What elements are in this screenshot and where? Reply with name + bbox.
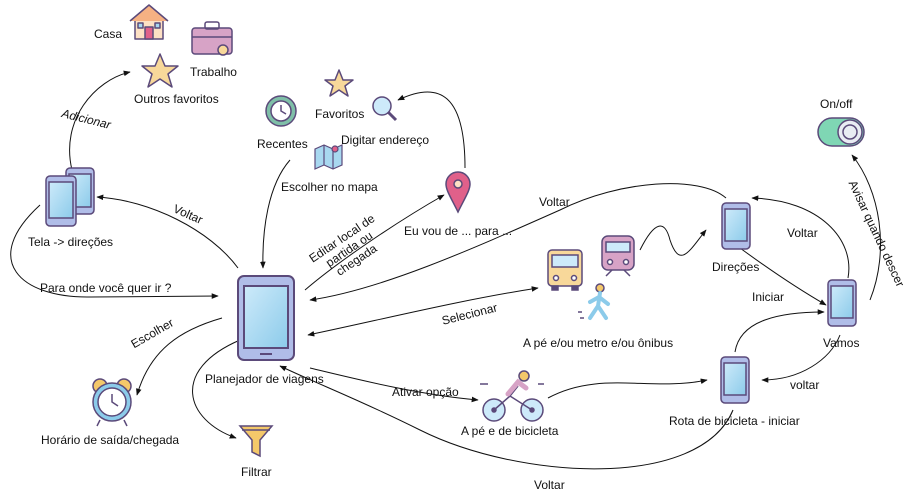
edge-label-voltar-bottom: Voltar	[534, 478, 565, 492]
node-label-ape-metro: A pé e/ou metro e/ou ônibus	[523, 336, 674, 350]
star-icon	[324, 69, 354, 97]
edge-bike-rota	[547, 378, 708, 399]
smartphone-icon[interactable]	[827, 279, 857, 327]
node-label-vamos: Vamos	[823, 336, 860, 350]
node-label-recentes: Recentes	[257, 137, 308, 151]
node-label-casa: Casa	[94, 27, 123, 41]
smartphone-icon	[45, 167, 95, 227]
node-label-ape-bicicleta: A pé e de bicicleta	[461, 424, 559, 438]
edge-voltar-vamos	[761, 334, 841, 383]
node-label-eu-vou: Eu vou de ... para ...	[404, 224, 513, 238]
bus-icon	[547, 249, 583, 291]
house-icon	[129, 4, 169, 40]
connectors	[10, 70, 881, 470]
pedestrian-icon	[578, 283, 610, 320]
node-label-favoritos: Favoritos	[315, 107, 365, 121]
magnifier-icon	[372, 96, 398, 122]
edge-selecionar	[307, 286, 539, 337]
edge-label-ativar-opcao: Ativar opção	[392, 385, 459, 399]
edge-label-voltar-top: Voltar	[539, 195, 570, 209]
train-icon	[601, 235, 635, 277]
toggle-icon[interactable]	[817, 117, 865, 147]
edge-filtrar	[192, 339, 241, 439]
smartphone-icon[interactable]	[237, 275, 295, 361]
edge-editar-local	[304, 194, 445, 291]
node-label-filtrar: Filtrar	[241, 465, 272, 479]
edge-para-onde	[10, 204, 219, 299]
node-label-tela-direcoes: Tela -> direções	[28, 235, 114, 249]
node-label-digitar-endereco: Digitar endereço	[341, 133, 430, 147]
node-label-direcoes: Direções	[712, 260, 760, 274]
funnel-icon	[238, 425, 274, 458]
smartphone-icon[interactable]	[721, 202, 751, 250]
edge-label-voltar-dir: Voltar	[787, 226, 818, 240]
edge-onibus-direcoes	[639, 225, 707, 256]
edge-rota-vamos	[734, 309, 825, 353]
node-label-escolher-mapa: Escolher no mapa	[281, 180, 378, 194]
edge-voltar-top	[309, 183, 727, 302]
edge-escolher	[136, 317, 223, 396]
node-label-outros-favoritos: Outros favoritos	[134, 92, 219, 106]
node-label-planejador: Planejador de viagens	[205, 372, 324, 386]
node-label-on-off: On/off	[820, 97, 853, 111]
edge-voltar-tela	[96, 194, 239, 269]
location-pin-icon	[445, 171, 471, 214]
edge-digitar	[397, 91, 466, 169]
edge-label-voltar-vamos: voltar	[790, 378, 820, 392]
smartphone-icon[interactable]	[720, 356, 750, 404]
edge-ativar	[309, 367, 479, 403]
edge-label-iniciar: Iniciar	[752, 290, 785, 304]
edge-avisar	[851, 154, 881, 301]
node-label-trabalho: Trabalho	[190, 65, 237, 79]
edge-voltar-bottom	[279, 365, 734, 470]
edge-label-para-onde: Para onde você quer ir ?	[40, 281, 172, 295]
node-label-horario: Horário de saída/chegada	[41, 433, 180, 447]
node-label-rota-bicicleta: Rota de bicicleta - iniciar	[669, 414, 800, 428]
edge-iniciar	[739, 247, 827, 306]
star-icon	[141, 53, 179, 88]
briefcase-icon	[191, 21, 233, 56]
edge-adicionar	[69, 70, 131, 171]
map-icon	[314, 144, 343, 170]
clock-icon	[265, 95, 297, 127]
edge-voltar-dir	[751, 195, 850, 279]
alarm-clock-icon	[92, 378, 132, 427]
edge-escolher-mapa	[260, 159, 291, 269]
cyclist-icon	[480, 370, 544, 422]
